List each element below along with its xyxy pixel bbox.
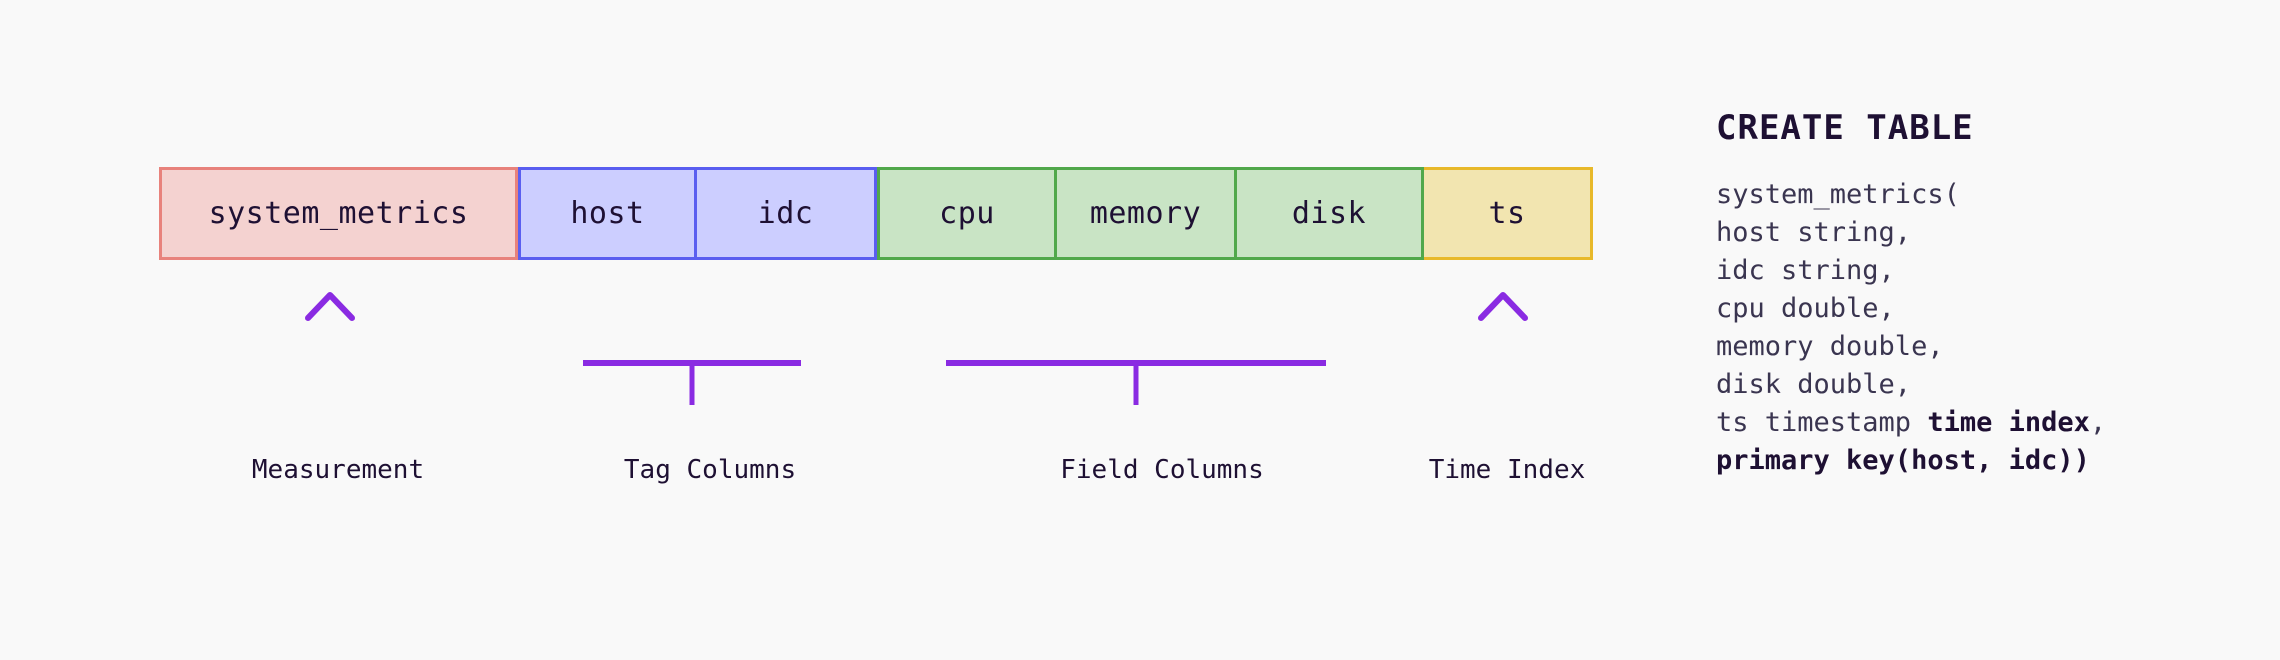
schema-cell-label: host: [570, 196, 645, 231]
sql-line: host string,: [1716, 214, 2236, 252]
schema-cell-idc: idc: [697, 167, 877, 260]
caption-tag-columns: Tag Columns: [623, 455, 797, 485]
schema-cell-memory: memory: [1057, 167, 1237, 260]
sql-segment: idc string,: [1716, 255, 1895, 286]
sql-title: CREATE TABLE: [1716, 108, 1974, 148]
schema-bar: system_metrics host idc cpu memory disk …: [159, 167, 1593, 260]
sql-line: ts timestamp time index,: [1716, 404, 2236, 442]
sql-segment: cpu double,: [1716, 293, 1895, 324]
sql-segment: ts timestamp: [1716, 407, 1928, 438]
sql-segment: ,: [2089, 407, 2107, 438]
schema-cell-label: system_metrics: [208, 196, 469, 231]
caption-field-columns: Field Columns: [1060, 455, 1264, 485]
time-index-arrow-icon: [1478, 292, 1528, 414]
schema-cell-host: host: [518, 167, 697, 260]
sql-line: memory double,: [1716, 328, 2236, 366]
sql-line: idc string,: [1716, 252, 2236, 290]
tag-columns-bracket-icon: [583, 300, 801, 405]
schema-cell-label: disk: [1291, 196, 1367, 231]
field-columns-bracket-icon: [946, 300, 1326, 405]
schema-cell-ts: ts: [1424, 167, 1593, 260]
schema-cell-cpu: cpu: [877, 167, 1057, 260]
sql-segment: primary key(host, idc)): [1716, 445, 2090, 476]
schema-cell-label: memory: [1089, 196, 1202, 231]
sql-block: CREATE TABLE system_metrics(host string,…: [1716, 108, 2236, 480]
schema-cell-disk: disk: [1237, 167, 1424, 260]
sql-line: primary key(host, idc)): [1716, 442, 2236, 480]
sql-segment: system_metrics(: [1716, 179, 1960, 210]
sql-segment: host string,: [1716, 217, 1912, 248]
sql-segment: disk double,: [1716, 369, 1912, 400]
sql-line: system_metrics(: [1716, 176, 2236, 214]
schema-cell-label: idc: [757, 196, 814, 231]
schema-cell-measurement: system_metrics: [159, 167, 518, 260]
schema-cell-label: cpu: [939, 196, 995, 231]
sql-line: disk double,: [1716, 366, 2236, 404]
sql-line: cpu double,: [1716, 290, 2236, 328]
schema-cell-label: ts: [1488, 196, 1526, 231]
caption-time-index: Time Index: [1428, 455, 1586, 485]
sql-statement-body: system_metrics(host string, idc string, cp…: [1716, 176, 2236, 480]
sql-segment: time index: [1927, 407, 2090, 438]
measurement-arrow-icon: [305, 292, 355, 414]
caption-measurement: Measurement: [251, 455, 425, 485]
sql-segment: memory double,: [1716, 331, 1944, 362]
